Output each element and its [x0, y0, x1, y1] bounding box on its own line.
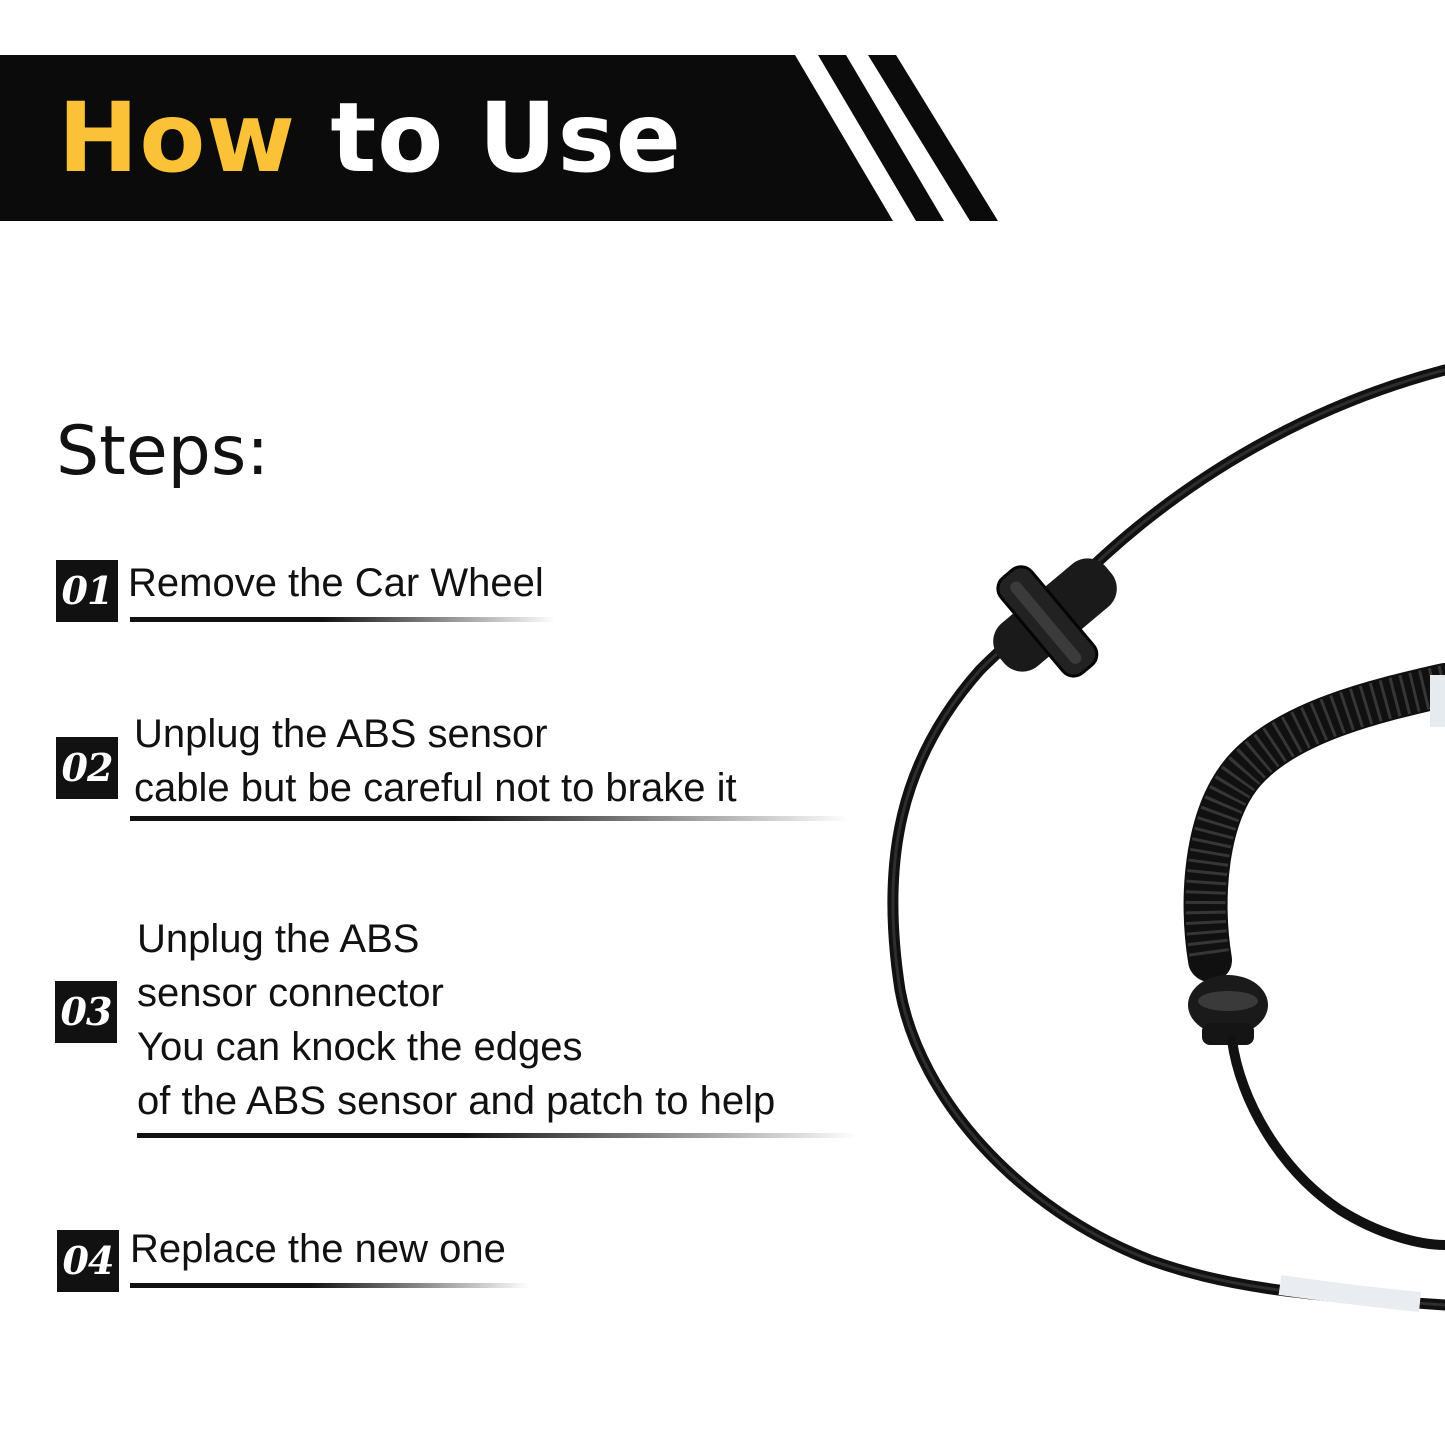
step-number-badge: 04: [57, 1230, 119, 1292]
banner-shape: [0, 55, 998, 221]
steps-heading: Steps:: [56, 412, 270, 491]
step-text: Replace the new one: [130, 1222, 506, 1276]
title-rest: to Use: [295, 82, 682, 194]
step-line: Unplug the ABS sensor: [134, 712, 548, 756]
step-text: Remove the Car Wheel: [128, 556, 544, 610]
step-line: You can knock the edges: [137, 1025, 583, 1069]
step-line: Unplug the ABS: [137, 917, 420, 961]
page-title: How to Use: [58, 83, 682, 193]
step-line: cable but be careful not to brake it: [134, 766, 737, 810]
step-number-badge: 03: [55, 981, 117, 1043]
step-text: Unplug the ABS sensor connector You can …: [137, 912, 775, 1128]
step-line: sensor connector: [137, 971, 444, 1015]
header-banner: How to Use: [0, 55, 1000, 221]
step-line: Remove the Car Wheel: [128, 561, 544, 605]
step-number-badge: 02: [56, 737, 118, 799]
step-text: Unplug the ABS sensor cable but be caref…: [134, 707, 737, 815]
step-underline: [130, 617, 555, 622]
step-line: of the ABS sensor and patch to help: [137, 1079, 776, 1123]
step-line: Replace the new one: [130, 1227, 506, 1271]
step-underline: [130, 816, 850, 821]
step-underline: [130, 1283, 530, 1288]
abs-sensor-cable-image: [887, 364, 1445, 1312]
step-underline: [137, 1133, 857, 1138]
title-highlight: How: [58, 82, 296, 194]
step-number-badge: 01: [56, 560, 118, 622]
